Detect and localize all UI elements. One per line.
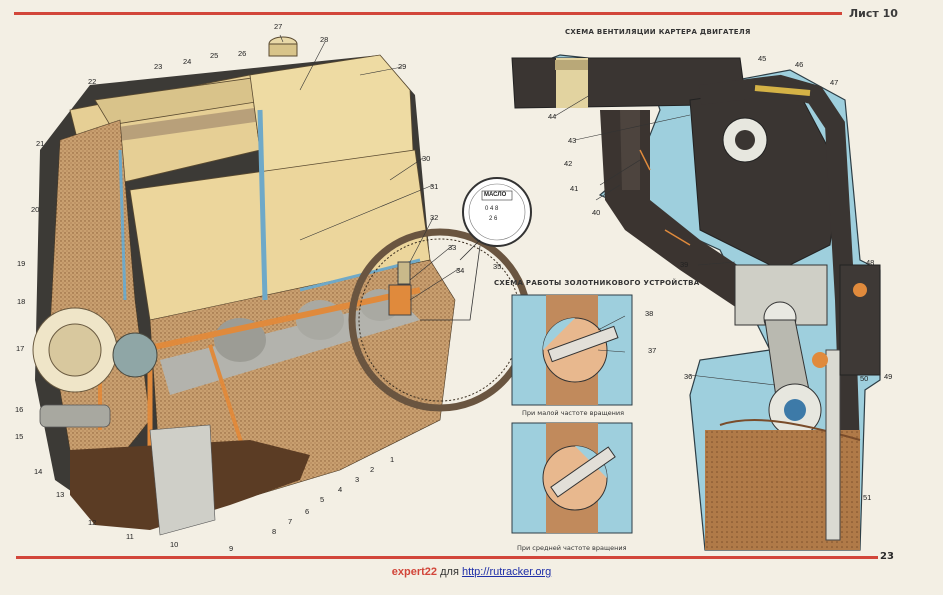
top-rule [14, 12, 842, 15]
callout-42: 42 [564, 159, 573, 168]
callout-28: 28 [320, 35, 329, 44]
callout-leaders [279, 34, 776, 386]
footer-brand: expert22 [391, 566, 438, 578]
low-speed-caption: При малой частоте вращения [522, 409, 625, 417]
callout-3: 3 [355, 475, 360, 484]
gauge-digits-bottom: 2 6 [489, 216, 498, 222]
callout-37: 37 [648, 346, 657, 355]
page-number: 23 [880, 551, 894, 562]
callout-8: 8 [272, 527, 277, 536]
callout-13: 13 [56, 490, 65, 499]
callout-5: 5 [320, 495, 325, 504]
callout-31: 31 [430, 182, 439, 191]
spool-medium-speed-figure [511, 422, 633, 534]
crankcase-ventilation-scheme [511, 54, 881, 551]
callout-49: 49 [884, 372, 893, 381]
callout-1: 1 [390, 455, 395, 464]
callout-24: 24 [183, 57, 192, 66]
ventilation-scheme-title: СХЕМА ВЕНТИЛЯЦИИ КАРТЕРА ДВИГАТЕЛЯ [565, 28, 751, 36]
callout-50: 50 [860, 374, 869, 383]
callout-44: 44 [548, 112, 557, 121]
sheet-label: Лист 10 [849, 7, 898, 20]
callout-25: 25 [210, 51, 219, 60]
callout-9: 9 [229, 544, 234, 553]
bottom-rule [16, 556, 878, 559]
gauge-label: МАСЛО [484, 192, 507, 198]
footer-middle: для [437, 566, 462, 578]
callout-32: 32 [430, 213, 439, 222]
callout-21: 21 [36, 139, 45, 148]
callout-15: 15 [15, 432, 24, 441]
callout-36: 36 [684, 372, 693, 381]
callout-22: 22 [88, 77, 97, 86]
callout-48: 48 [866, 258, 875, 267]
spool-scheme-title: СХЕМА РАБОТЫ ЗОЛОТНИКОВОГО УСТРОЙСТВА [494, 279, 700, 287]
callout-18: 18 [17, 297, 26, 306]
callout-6: 6 [305, 507, 310, 516]
engine-block-cutaway [32, 36, 532, 536]
callout-27: 27 [274, 22, 283, 31]
medium-speed-caption: При средней частоте вращения [517, 544, 627, 552]
callout-47: 47 [830, 78, 839, 87]
spool-low-speed-figure [511, 294, 633, 406]
callout-43: 43 [568, 136, 577, 145]
callout-14: 14 [34, 467, 43, 476]
callout-10: 10 [170, 540, 179, 549]
callout-51: 51 [863, 493, 872, 502]
gauge-digits-top: 0 4 8 [485, 206, 499, 212]
callout-11: 11 [126, 532, 134, 541]
callout-45: 45 [758, 54, 767, 63]
callout-7: 7 [288, 517, 293, 526]
callout-12: 12 [88, 518, 97, 527]
callout-17: 17 [16, 344, 25, 353]
callout-33: 33 [448, 243, 457, 252]
callout-4: 4 [338, 485, 343, 494]
callout-30: 30 [422, 154, 431, 163]
callout-26: 26 [238, 49, 247, 58]
oil-pressure-gauge [420, 177, 532, 321]
callout-16: 16 [15, 405, 24, 414]
callout-40: 40 [592, 208, 601, 217]
callout-46: 46 [795, 60, 804, 69]
footer-link[interactable]: http://rutracker.org [461, 566, 552, 578]
callout-35: 35 [493, 262, 502, 271]
callout-38: 38 [645, 309, 654, 318]
callout-19: 19 [17, 259, 26, 268]
callout-2: 2 [370, 465, 375, 474]
callout-29: 29 [398, 62, 407, 71]
callout-39: 39 [680, 260, 689, 269]
callout-23: 23 [154, 62, 163, 71]
footer: expert22 для http://rutracker.org [0, 566, 943, 578]
callout-41: 41 [570, 184, 579, 193]
callout-20: 20 [31, 205, 40, 214]
callout-34: 34 [456, 266, 465, 275]
